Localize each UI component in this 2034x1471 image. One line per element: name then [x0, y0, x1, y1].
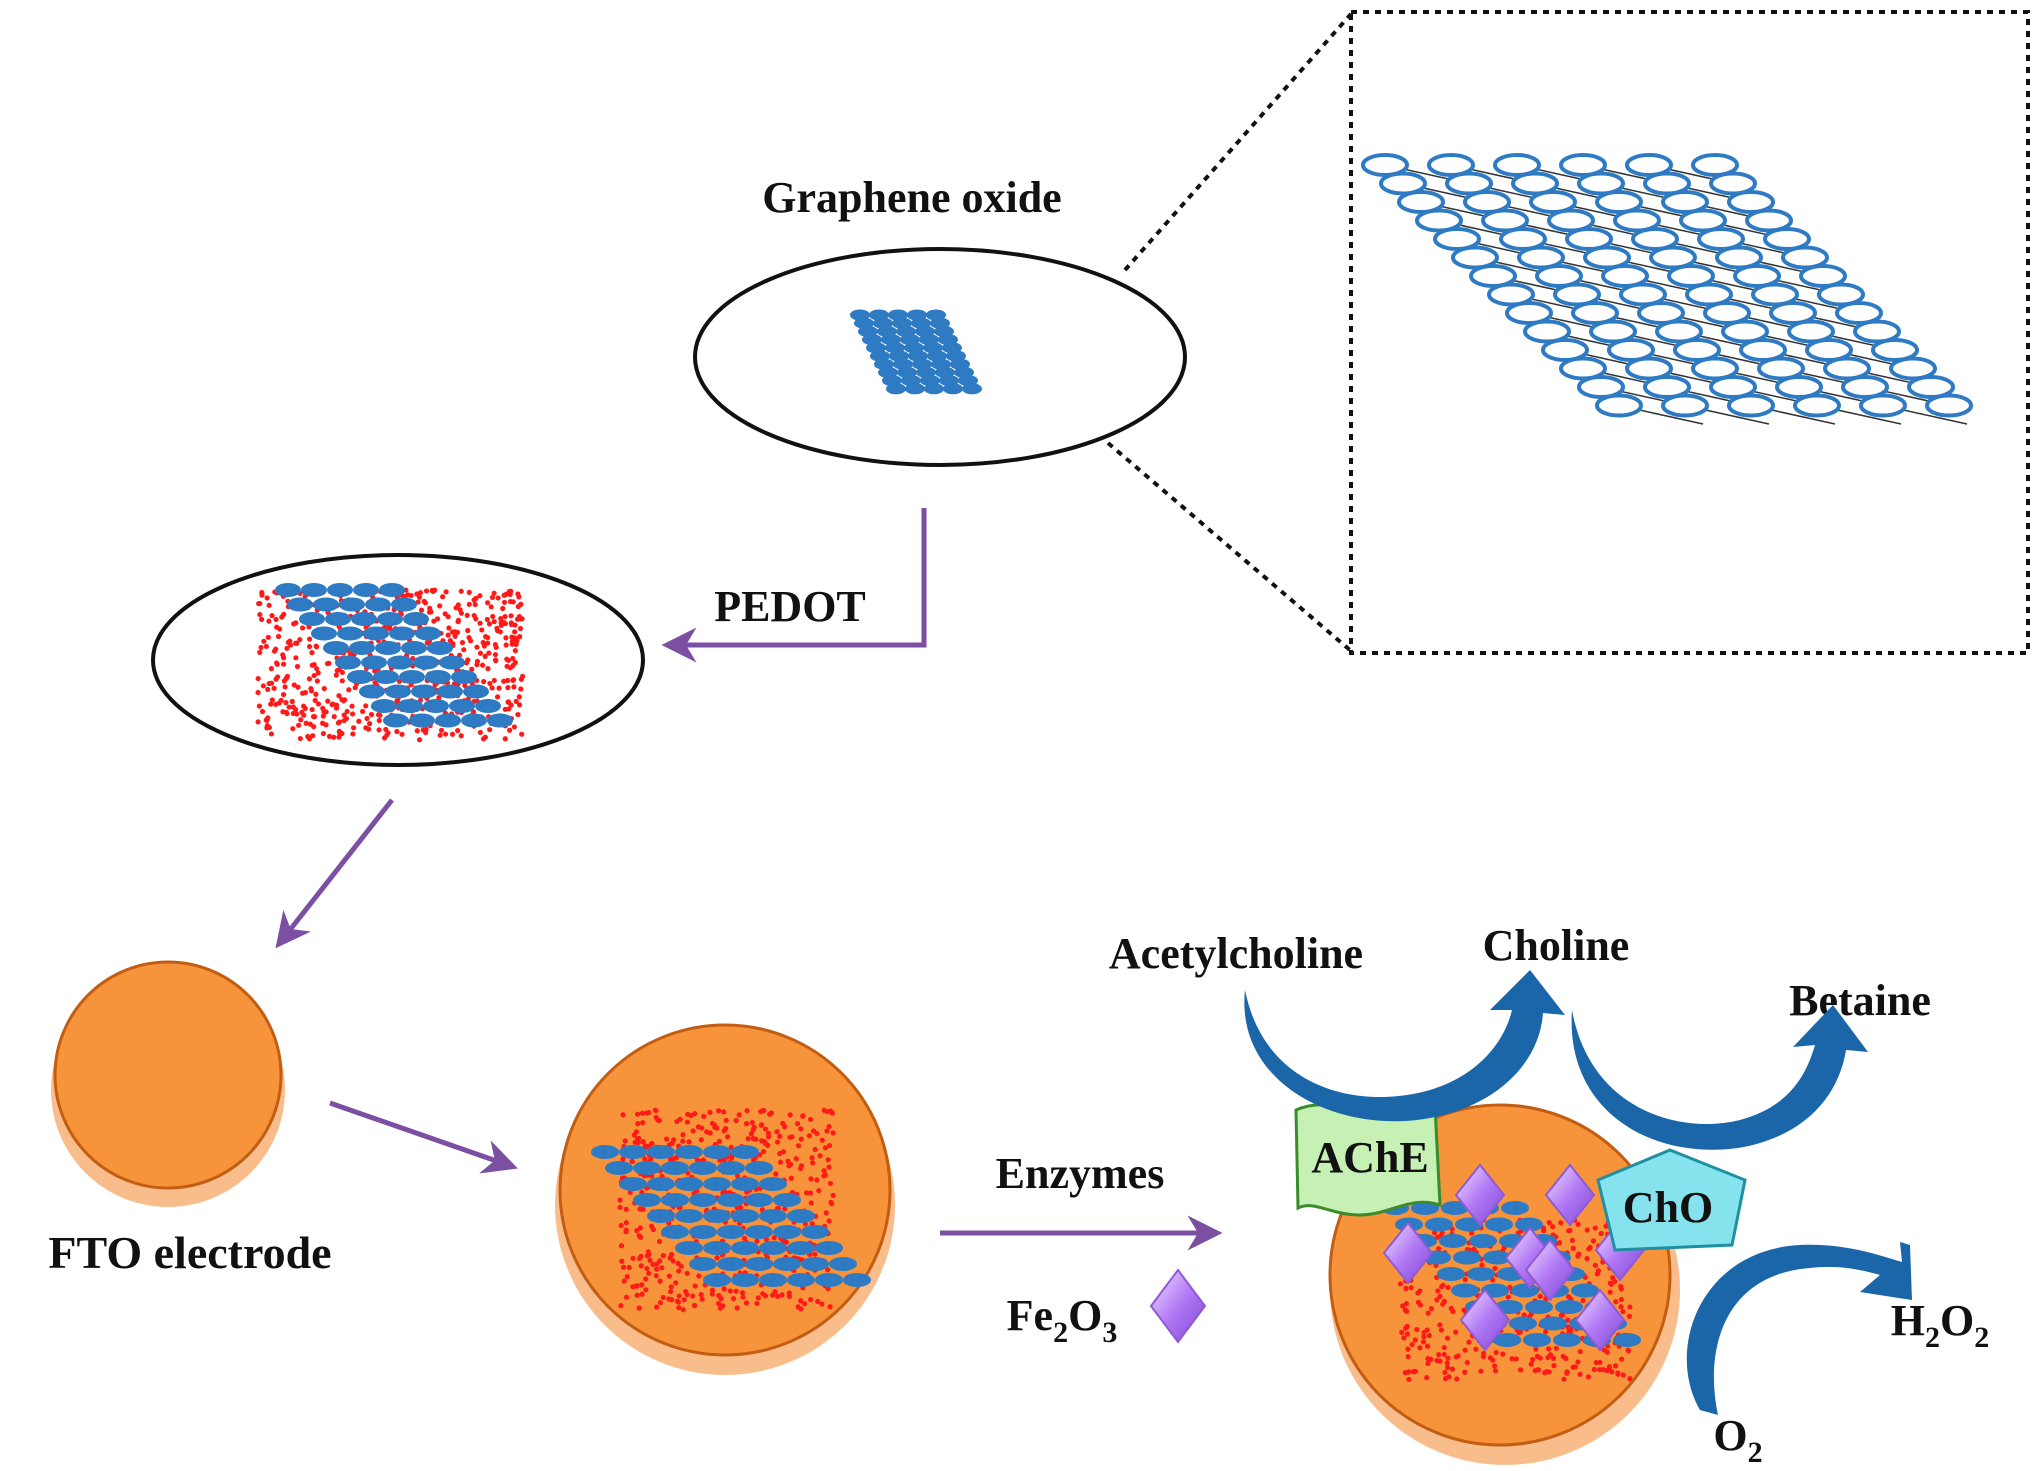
graphene-lattice-small: [850, 309, 982, 395]
choline-label: Choline: [1483, 921, 1630, 970]
zoom-frame: [1349, 10, 2030, 655]
fe2o3-label: Fe2O3: [1007, 1291, 1118, 1349]
fe2o3-nanoparticles: [1382, 1163, 1646, 1352]
o2-to-h2o2-arrow: [1686, 1242, 1912, 1415]
fto-electrode: [51, 960, 285, 1207]
graphene-oxide-label: Graphene oxide: [762, 173, 1061, 222]
o2-label: O2: [1713, 1411, 1762, 1469]
h2o2-label: H2O2: [1891, 1296, 1989, 1354]
enzymes-label: Enzymes: [996, 1149, 1165, 1198]
graphene-lattice-pedot: [275, 583, 513, 728]
arrow-to-modified-electrode: [329, 1100, 518, 1174]
zoom-connector-bottom: [1106, 441, 1353, 653]
zoom-connector-top: [1123, 12, 1353, 272]
betaine-label: Betaine: [1789, 976, 1931, 1025]
pedot-label: PEDOT: [714, 582, 866, 631]
pedot-arrow: [661, 508, 927, 663]
cho-enzyme: ChO: [1596, 1148, 1747, 1252]
fto-electrode-label: FTO electrode: [48, 1227, 331, 1278]
acetylcholine-label: Acetylcholine: [1109, 929, 1363, 978]
acetylcholine-to-choline-arrow: [1244, 970, 1565, 1122]
cho-label: ChO: [1623, 1183, 1713, 1232]
choline-to-betaine-arrow: [1571, 1005, 1868, 1150]
graphene-zoom-panel: [1106, 10, 2030, 655]
ache-enzyme: AChE: [1294, 1099, 1442, 1217]
arrow-to-fto: [275, 798, 394, 949]
ache-label: AChE: [1311, 1133, 1428, 1182]
fe2o3-diamond-icon: [1149, 1268, 1207, 1344]
graphene-lattice-electrode: [591, 1145, 871, 1287]
graphene-lattice-large: [1361, 153, 1973, 425]
